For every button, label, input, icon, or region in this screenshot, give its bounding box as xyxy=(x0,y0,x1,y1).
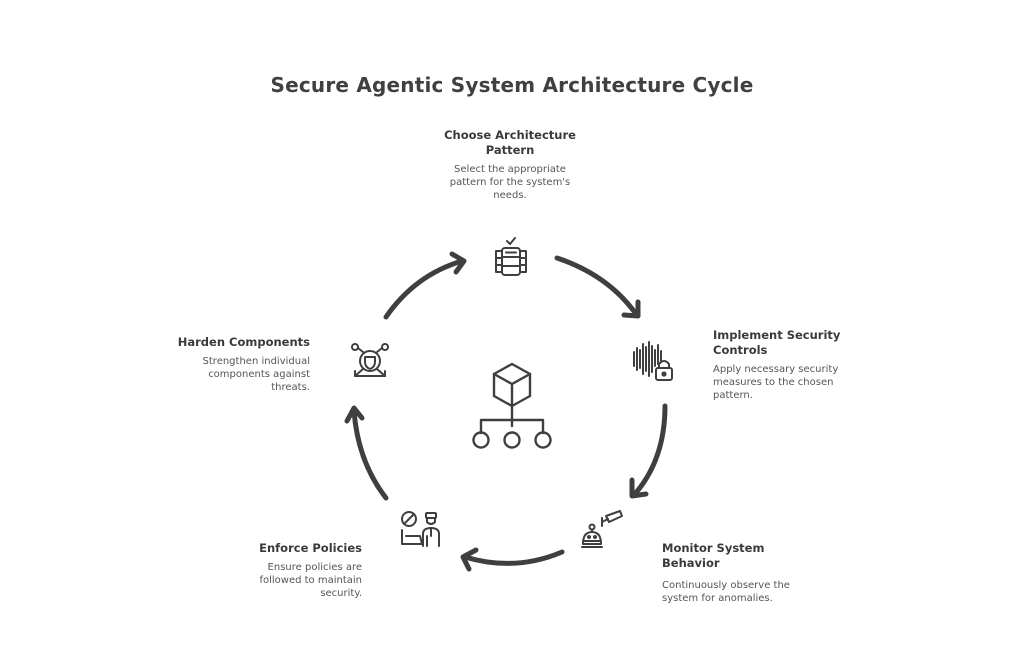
arrow-choose-to-implement xyxy=(554,255,641,319)
hierarchy-cube-icon xyxy=(472,362,552,449)
step-description: Select the appropriate pattern for the s… xyxy=(449,164,571,201)
step-harden-components: Harden Components Strengthen individual … xyxy=(150,335,310,394)
database-check-icon xyxy=(495,237,527,276)
step-heading: Harden Components xyxy=(177,335,310,349)
step-monitor-system-behavior: Monitor System Behavior Continuously obs… xyxy=(662,541,832,605)
step-description: Strengthen individual components against… xyxy=(202,356,310,393)
arrow-monitor-to-enforce xyxy=(460,547,565,572)
step-description: Apply necessary security measures to the… xyxy=(713,364,839,401)
arrow-enforce-to-harden xyxy=(344,405,389,501)
step-choose-architecture-pattern: Choose Architecture Pattern Select the a… xyxy=(420,128,600,202)
soundwave-lock-icon xyxy=(633,341,673,381)
step-heading: Choose Architecture Pattern xyxy=(444,128,576,157)
step-enforce-policies: Enforce Policies Ensure policies are fol… xyxy=(212,541,362,600)
security-camera-alarm-icon xyxy=(581,510,623,548)
officer-prohibited-icon xyxy=(401,511,440,547)
step-heading: Enforce Policies xyxy=(259,541,362,555)
step-heading: Implement Security Controls xyxy=(713,328,841,357)
step-implement-security-controls: Implement Security Controls Apply necess… xyxy=(713,328,883,402)
step-description: Ensure policies are followed to maintain… xyxy=(259,562,362,599)
step-heading: Monitor System Behavior xyxy=(662,541,765,570)
diagram-title: Secure Agentic System Architecture Cycle xyxy=(270,73,754,97)
step-description: Continuously observe the system for anom… xyxy=(662,580,790,604)
arrow-harden-to-choose xyxy=(383,251,467,320)
arrow-implement-to-monitor xyxy=(629,403,668,499)
shield-network-icon xyxy=(351,343,389,377)
